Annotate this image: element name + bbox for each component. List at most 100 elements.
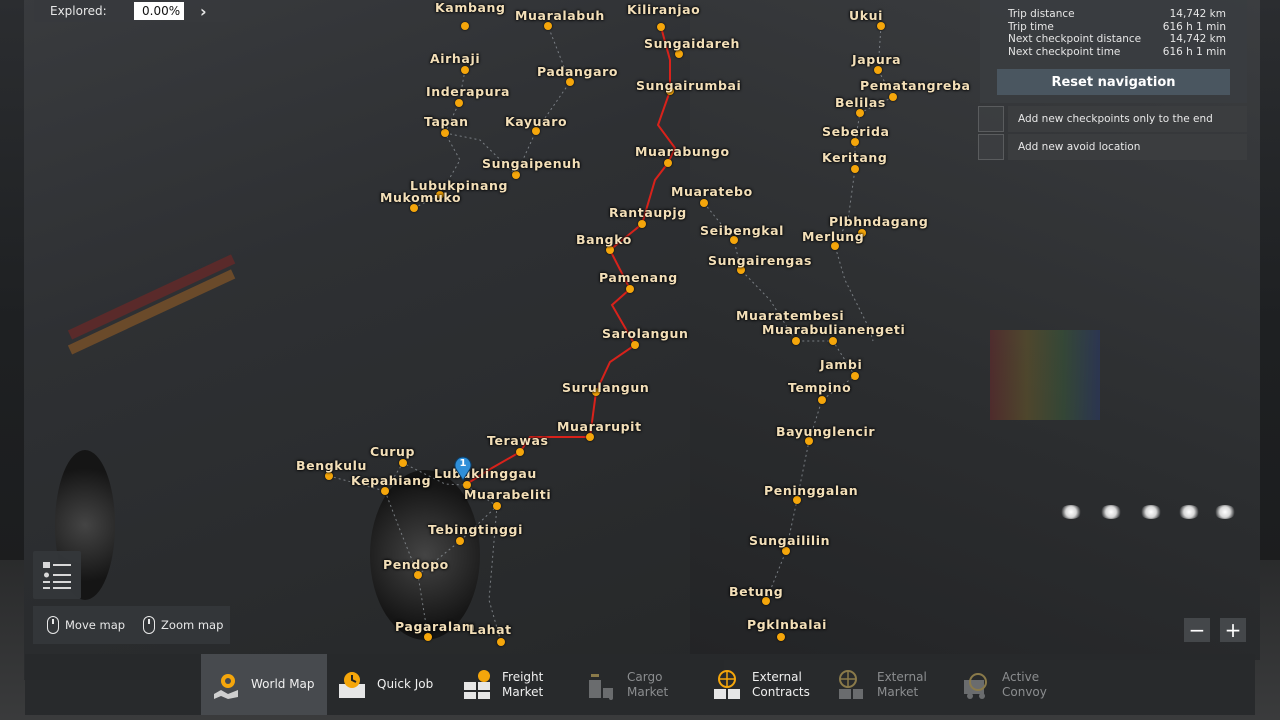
city-label[interactable]: Pematangreba: [860, 78, 971, 93]
city-dot[interactable]: [461, 22, 469, 30]
city-dot[interactable]: [666, 87, 674, 95]
city-dot[interactable]: [626, 285, 634, 293]
city-dot[interactable]: [805, 437, 813, 445]
city-dot[interactable]: [631, 341, 639, 349]
city-label[interactable]: Sungaidareh: [644, 36, 740, 51]
city-label[interactable]: Kambang: [435, 0, 506, 15]
city-dot[interactable]: [424, 633, 432, 641]
city-label[interactable]: Lahat: [469, 622, 512, 637]
city-dot[interactable]: [818, 396, 826, 404]
city-dot[interactable]: [497, 638, 505, 646]
city-label[interactable]: Muarabungo: [635, 144, 730, 159]
city-dot[interactable]: [889, 93, 897, 101]
city-dot[interactable]: [792, 337, 800, 345]
city-label[interactable]: Airhaji: [430, 51, 481, 66]
city-label[interactable]: Rantaupjg: [609, 205, 687, 220]
city-label[interactable]: Sungaililin: [749, 533, 831, 548]
city-dot[interactable]: [793, 496, 801, 504]
city-dot[interactable]: [592, 388, 600, 396]
city-dot[interactable]: [877, 22, 885, 30]
city-dot[interactable]: [737, 266, 745, 274]
city-dot[interactable]: [532, 127, 540, 135]
city-label[interactable]: Tapan: [424, 114, 469, 129]
city-label[interactable]: Plbhndagang: [829, 214, 929, 229]
city-dot[interactable]: [566, 78, 574, 86]
city-label[interactable]: Muararupit: [557, 419, 642, 434]
city-dot[interactable]: [410, 204, 418, 212]
city-dot[interactable]: [516, 448, 524, 456]
city-dot[interactable]: [831, 242, 839, 250]
city-label[interactable]: Sungairumbai: [636, 78, 742, 93]
city-dot[interactable]: [414, 571, 422, 579]
city-label[interactable]: Ukui: [849, 8, 884, 23]
zoom-out-button[interactable]: −: [1184, 618, 1210, 642]
tab-quick-job[interactable]: Quick Job: [337, 654, 457, 715]
city-label[interactable]: Sungairengas: [708, 253, 813, 268]
city-dot[interactable]: [544, 22, 552, 30]
city-label[interactable]: Pgklnbalai: [747, 617, 827, 632]
city-label[interactable]: Mukomuko: [380, 190, 462, 205]
city-label[interactable]: Lubukpinang: [410, 178, 509, 193]
option-avoid-location[interactable]: Add new avoid location: [978, 134, 1247, 160]
city-dot[interactable]: [657, 23, 665, 31]
city-dot[interactable]: [512, 171, 520, 179]
city-label[interactable]: Seibengkal: [700, 223, 785, 238]
city-label[interactable]: Muaratebo: [671, 184, 753, 199]
city-label[interactable]: Terawas: [487, 433, 549, 448]
city-dot[interactable]: [675, 50, 683, 58]
city-dot[interactable]: [858, 229, 866, 237]
city-dot[interactable]: [456, 537, 464, 545]
city-label[interactable]: Betung: [729, 584, 784, 599]
checkbox[interactable]: [978, 106, 1004, 132]
city-label[interactable]: Bengkulu: [296, 458, 368, 473]
checkbox[interactable]: [978, 134, 1004, 160]
chevron-right-icon[interactable]: ›: [200, 1, 207, 21]
city-label[interactable]: Kiliranjao: [627, 2, 701, 17]
city-dot[interactable]: [851, 165, 859, 173]
city-label[interactable]: Lubuklinggau: [434, 466, 537, 481]
city-dot[interactable]: [762, 597, 770, 605]
city-label[interactable]: Tebingtinggi: [428, 522, 523, 537]
city-label[interactable]: Kayuaro: [505, 114, 568, 129]
city-dot[interactable]: [874, 66, 882, 74]
city-label[interactable]: Curup: [370, 444, 416, 459]
city-dot[interactable]: [455, 99, 463, 107]
city-label[interactable]: Bayunglencir: [776, 424, 876, 439]
city-dot[interactable]: [638, 220, 646, 228]
city-label[interactable]: Japura: [852, 52, 902, 67]
city-dot[interactable]: [829, 337, 837, 345]
city-label[interactable]: Surulangun: [562, 380, 650, 395]
zoom-in-button[interactable]: +: [1220, 618, 1246, 642]
city-label[interactable]: Bangko: [576, 232, 632, 247]
city-dot[interactable]: [399, 459, 407, 467]
city-dot[interactable]: [436, 191, 444, 199]
map-legend-button[interactable]: [33, 551, 81, 599]
city-label[interactable]: Muarabulianengeti: [762, 322, 906, 337]
city-label[interactable]: Muaratembesi: [736, 308, 845, 323]
route-marker[interactable]: 1: [453, 455, 473, 481]
city-dot[interactable]: [664, 159, 672, 167]
city-label[interactable]: Muaralabuh: [515, 8, 605, 23]
city-label[interactable]: Pendopo: [383, 557, 449, 572]
city-label[interactable]: Sungaipenuh: [482, 156, 582, 171]
city-dot[interactable]: [586, 433, 594, 441]
city-dot[interactable]: [381, 487, 389, 495]
city-dot[interactable]: [463, 481, 471, 489]
city-label[interactable]: Kepahiang: [351, 473, 432, 488]
city-label[interactable]: Belilas: [835, 95, 886, 110]
city-label[interactable]: Keritang: [822, 150, 888, 165]
city-label[interactable]: Padangaro: [537, 64, 619, 79]
city-dot[interactable]: [777, 633, 785, 641]
option-checkpoints-end[interactable]: Add new checkpoints only to the end: [978, 106, 1247, 132]
city-dot[interactable]: [606, 246, 614, 254]
city-label[interactable]: Tempino: [788, 380, 852, 395]
city-label[interactable]: Inderapura: [426, 84, 511, 99]
city-label[interactable]: Sarolangun: [602, 326, 689, 341]
city-dot[interactable]: [851, 372, 859, 380]
city-label[interactable]: Muarabeliti: [464, 487, 552, 502]
